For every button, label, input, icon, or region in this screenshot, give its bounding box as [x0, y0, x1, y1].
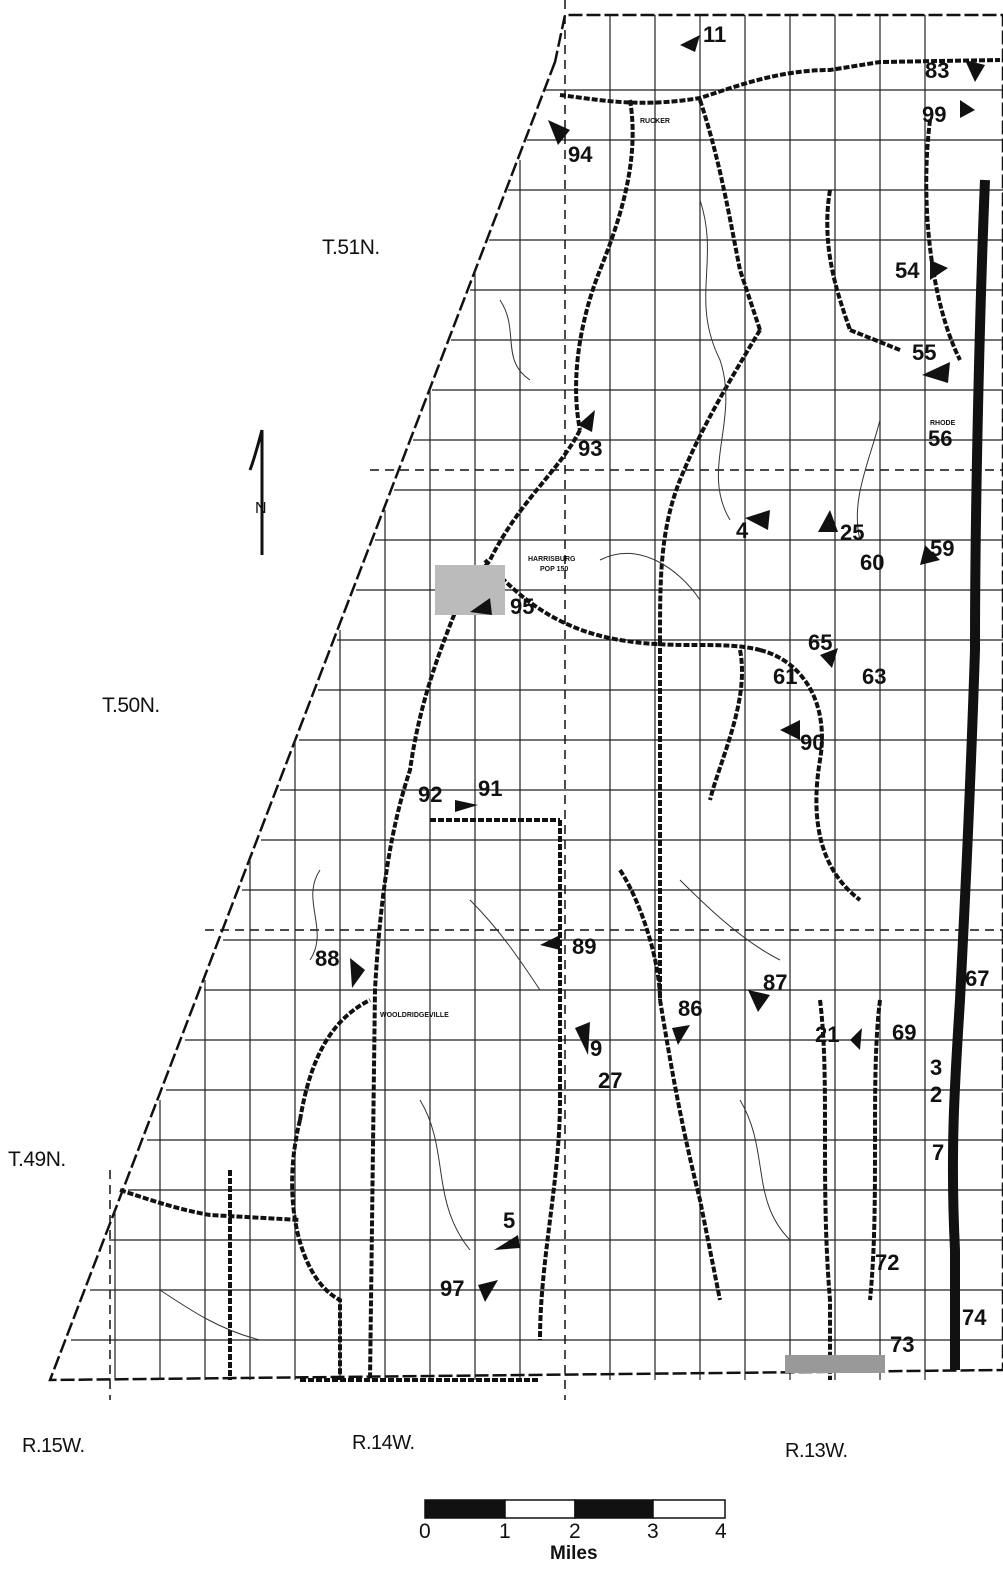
- site-label: 67: [965, 966, 990, 991]
- range-label: R.14W.: [352, 1432, 415, 1454]
- township-label: T.50N.: [102, 694, 160, 717]
- site-label: 90: [800, 730, 825, 755]
- scale-tick: 4: [715, 1520, 727, 1543]
- site-label: 60: [860, 550, 885, 575]
- scale-tick: 3: [647, 1520, 659, 1543]
- site-marker: [672, 1025, 690, 1045]
- county-boundary: [48, 13, 1003, 1382]
- site-label: 92: [418, 782, 443, 807]
- scale-tick: 2: [569, 1520, 581, 1543]
- town-label: RHODE: [930, 420, 956, 427]
- site-label: 63: [862, 664, 887, 689]
- site-label: 7: [932, 1140, 945, 1165]
- site-label: 73: [890, 1332, 915, 1357]
- site-marker: [578, 410, 595, 432]
- site-marker: [748, 990, 770, 1012]
- site-label: 88: [315, 946, 340, 971]
- site-marker: [540, 935, 560, 950]
- site-label: 56: [928, 426, 953, 451]
- site-marker: [350, 958, 365, 988]
- site-label: 87: [763, 970, 788, 995]
- site-label: 83: [925, 58, 950, 83]
- site-label: 74: [962, 1305, 987, 1330]
- site-label: 97: [440, 1276, 465, 1301]
- site-label: 9: [590, 1036, 603, 1061]
- site-marker: [548, 120, 570, 145]
- town-area: [435, 565, 505, 615]
- scale-tick: 0: [419, 1520, 431, 1543]
- site-label: 11: [703, 22, 727, 47]
- site-marker: [922, 362, 950, 383]
- site-label: 61: [773, 664, 798, 689]
- town-label: POP 150: [540, 566, 569, 573]
- site-marker: [575, 1022, 590, 1055]
- section-grid: [114, 15, 926, 1380]
- scale-bar[interactable]: [424, 1499, 726, 1519]
- site-marker: [455, 800, 478, 812]
- site-marker: [780, 720, 800, 740]
- site-label: 2: [930, 1082, 943, 1107]
- site-label: 95: [510, 594, 535, 619]
- site-label: 72: [875, 1250, 900, 1275]
- site-label: 21: [815, 1022, 840, 1047]
- township-lines: [109, 0, 1003, 1400]
- site-label: 93: [578, 436, 603, 461]
- site-marker: [470, 598, 492, 615]
- town-area-south: [785, 1355, 885, 1373]
- town-label: RUCKER: [640, 118, 670, 125]
- site-marker: [960, 100, 975, 118]
- site-label: 65: [808, 630, 833, 655]
- site-label: 25: [840, 520, 865, 545]
- township-label: T.49N.: [8, 1148, 66, 1171]
- town-label: HARRISBURG: [528, 556, 576, 563]
- site-marker: [820, 648, 838, 668]
- site-label: 54: [895, 258, 920, 283]
- north-arrow: [248, 429, 264, 555]
- range-label: R.13W.: [785, 1440, 848, 1462]
- site-label: 89: [572, 934, 597, 959]
- site-markers: [350, 35, 985, 1302]
- scale-unit: Miles: [550, 1543, 598, 1564]
- scale-tick: 1: [499, 1520, 511, 1543]
- section-grid-rows: [71, 89, 1003, 1341]
- town-label: WOOLDRIDGEVILLE: [380, 1012, 449, 1019]
- site-marker: [745, 510, 770, 530]
- site-label: 3: [930, 1055, 943, 1080]
- township-label: T.51N.: [322, 236, 380, 259]
- roads: [119, 58, 1001, 1382]
- site-label: 55: [912, 340, 937, 365]
- site-marker: [818, 510, 838, 532]
- site-marker: [930, 260, 948, 280]
- site-label: 91: [478, 776, 503, 801]
- site-label: 27: [598, 1068, 623, 1093]
- site-marker: [920, 545, 940, 565]
- streams: [159, 199, 881, 1341]
- site-marker: [494, 1235, 520, 1250]
- site-label: 86: [678, 996, 703, 1021]
- site-marker: [478, 1280, 498, 1302]
- site-label: 69: [892, 1020, 917, 1045]
- site-label: 59: [930, 536, 955, 561]
- site-marker: [680, 35, 700, 52]
- north-arrow-label: N: [255, 500, 267, 517]
- site-marker: [850, 1028, 862, 1050]
- highway: [947, 179, 990, 1370]
- site-label: 94: [568, 142, 593, 167]
- site-label: 5: [503, 1208, 516, 1233]
- site-label: 99: [922, 102, 947, 127]
- site-marker: [965, 60, 985, 82]
- range-label: R.15W.: [22, 1435, 85, 1457]
- site-label: 4: [736, 518, 749, 543]
